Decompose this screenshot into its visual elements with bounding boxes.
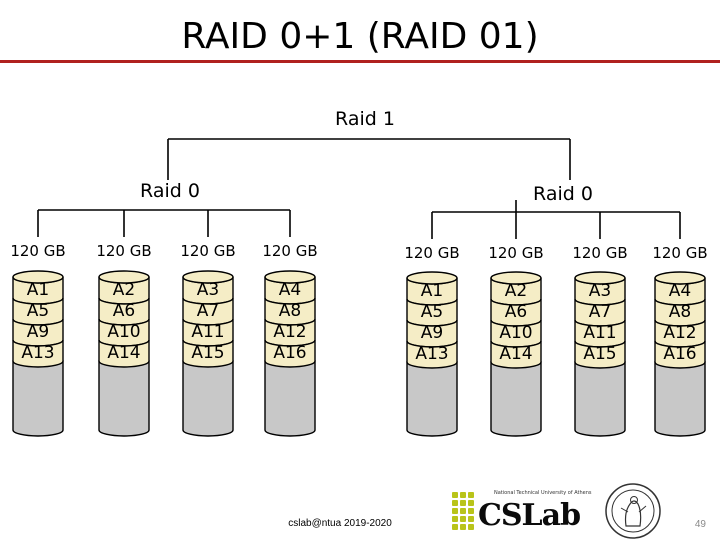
block-label: A6 [113,301,135,321]
disk-capacity: 120 GB [572,244,627,262]
title-divider [0,60,720,63]
block-label: A12 [273,322,306,342]
block-label: A16 [663,344,696,364]
disk-capacity: 120 GB [262,242,317,260]
block-label: A7 [197,301,219,321]
block-label: A4 [279,280,301,300]
block-label: A1 [421,281,443,301]
block-label: A5 [421,302,443,322]
disk-top [654,271,706,285]
disk-body [12,360,64,437]
disk-capacity: 120 GB [10,242,65,260]
logo-subtitle: National Technical University of Athens [494,490,592,496]
disk-capacity: 120 GB [488,244,543,262]
block-label: A8 [279,301,301,321]
disk-top [98,270,150,284]
logo-wordmark: CSLab [478,498,581,533]
block-label: A2 [113,280,135,300]
disk-top [490,271,542,285]
slide-title: RAID 0+1 (RAID 01) [181,16,539,57]
disk-top [406,271,458,285]
disk-block [264,339,316,368]
block-label: A8 [669,302,691,322]
disk-body [574,361,626,437]
disk-block [406,340,458,369]
disk-body [406,361,458,437]
disk-capacity: 120 GB [180,242,235,260]
disk-body [182,360,234,437]
disk-capacity: 120 GB [652,244,707,262]
disk-block [574,340,626,369]
raid0-connector-left [37,209,291,237]
disk-top [264,270,316,284]
block-label: A11 [583,323,616,343]
block-label: A5 [27,301,49,321]
block-label: A3 [197,280,219,300]
block-label: A14 [107,343,140,363]
disk-body [490,361,542,437]
block-label: A11 [191,322,224,342]
block-label: A1 [27,280,49,300]
block-label: A9 [421,323,443,343]
raid0-label-right: Raid 0 [533,183,593,205]
raid0-connector-right [431,200,681,239]
block-label: A6 [505,302,527,322]
block-label: A7 [589,302,611,322]
block-label: A4 [669,281,691,301]
disk-capacity: 120 GB [404,244,459,262]
disk-block [12,339,64,368]
disk-body [98,360,150,437]
disk-block [654,340,706,369]
raid1-connector [167,138,571,180]
logo-dots-icon [452,492,474,530]
block-label: A10 [499,323,532,343]
raid0-label-left: Raid 0 [140,180,200,202]
footer-text: cslab@ntua 2019-2020 [288,518,392,529]
block-label: A2 [505,281,527,301]
block-label: A16 [273,343,306,363]
block-label: A13 [21,343,54,363]
page-number: 49 [694,519,706,530]
disk-top [182,270,234,284]
block-label: A15 [191,343,224,363]
disk-capacity: 120 GB [96,242,151,260]
disk-block [490,340,542,369]
block-label: A3 [589,281,611,301]
disk-body [654,361,706,437]
block-label: A13 [415,344,448,364]
cslab-logo: National Technical University of Athens … [450,488,600,534]
university-seal-icon [605,483,661,539]
block-label: A9 [27,322,49,342]
disk-body [264,360,316,437]
disk-block [98,339,150,368]
disk-block [182,339,234,368]
block-label: A12 [663,323,696,343]
disk-top [574,271,626,285]
disk-top [12,270,64,284]
raid1-label: Raid 1 [335,108,395,130]
block-label: A10 [107,322,140,342]
block-label: A14 [499,344,532,364]
block-label: A15 [583,344,616,364]
